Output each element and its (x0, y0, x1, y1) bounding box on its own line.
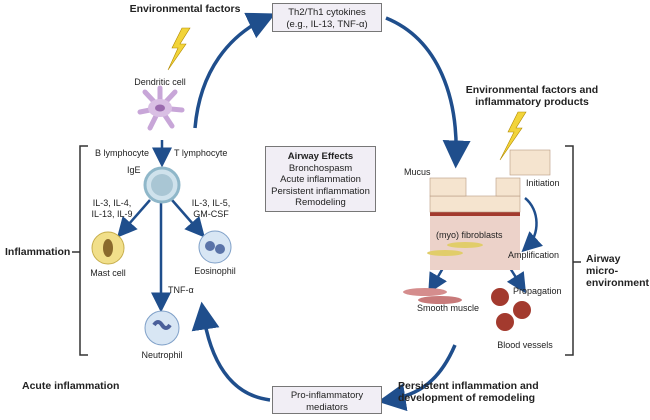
effect-item: Acute inflammation (280, 174, 361, 185)
box-line: mediators (306, 401, 348, 413)
mucus-label: Mucus (404, 167, 431, 177)
box-line: Pro-inflammatory (290, 390, 364, 401)
line: micro- (586, 265, 619, 277)
effect-item: Bronchospasm (288, 162, 353, 174)
line: environment (586, 277, 650, 289)
box-line: Th2/Th1 cytokines (288, 7, 366, 18)
dendritic-cell-icon (137, 85, 185, 131)
box-line: (e.g., IL-13, TNF-α) (286, 18, 368, 30)
line: development of remodeling (398, 392, 536, 404)
acute-inflammation-label: Acute inflammation (22, 380, 120, 392)
effects-title: Airway Effects (287, 151, 354, 162)
lightning-icon (167, 27, 191, 71)
t-lymphocyte-label: T lymphocyte (174, 148, 228, 158)
b-lymphocyte-label: B lymphocyte (95, 148, 150, 158)
lightning-icon (499, 111, 527, 161)
il-right-label: IL-3, IL-5,GM-CSF (192, 198, 231, 220)
epithelium-icon (403, 149, 551, 331)
eosinophil-icon (198, 230, 232, 264)
effect-item: Persistent inflammation (271, 185, 370, 197)
ige-label: IgE (127, 165, 141, 175)
mast-cell-label: Mast cell (90, 268, 126, 278)
line: IL-3, IL-4, (92, 198, 132, 208)
brackets (72, 145, 581, 356)
blood-vessels-label: Blood vessels (497, 340, 553, 350)
line: IL-13, IL-9 (91, 209, 133, 219)
tnf-label: TNF-α (168, 285, 194, 295)
dendritic-label: Dendritic cell (134, 77, 186, 87)
fibroblasts-label: (myo) fibroblasts (436, 230, 503, 240)
env-factors-title: Environmental factors (129, 3, 241, 15)
smooth-muscle-label: Smooth muscle (416, 303, 480, 313)
line: Persistent inflammation and (398, 380, 539, 392)
inflammation-label: Inflammation (5, 246, 71, 258)
line: Airway (586, 253, 621, 265)
cell-arrows (117, 140, 543, 313)
amplification-label: Amplification (508, 250, 560, 260)
cytokines-box: Th2/Th1 cytokines(e.g., IL-13, TNF-α) (272, 3, 382, 32)
cycle-arrows (191, 12, 471, 412)
initiation-label: Initiation (526, 178, 560, 188)
neutrophil-label: Neutrophil (141, 350, 183, 360)
line: IL-3, IL-5, (191, 198, 231, 208)
effect-item: Remodeling (295, 197, 346, 208)
line: GM-CSF (193, 209, 229, 219)
eosinophil-label: Eosinophil (194, 266, 236, 276)
propagation-label: Propagation (513, 286, 562, 296)
il-left-label: IL-3, IL-4,IL-13, IL-9 (91, 198, 132, 220)
line: Environmental factors and (465, 84, 599, 96)
line: inflammatory products (475, 96, 589, 108)
